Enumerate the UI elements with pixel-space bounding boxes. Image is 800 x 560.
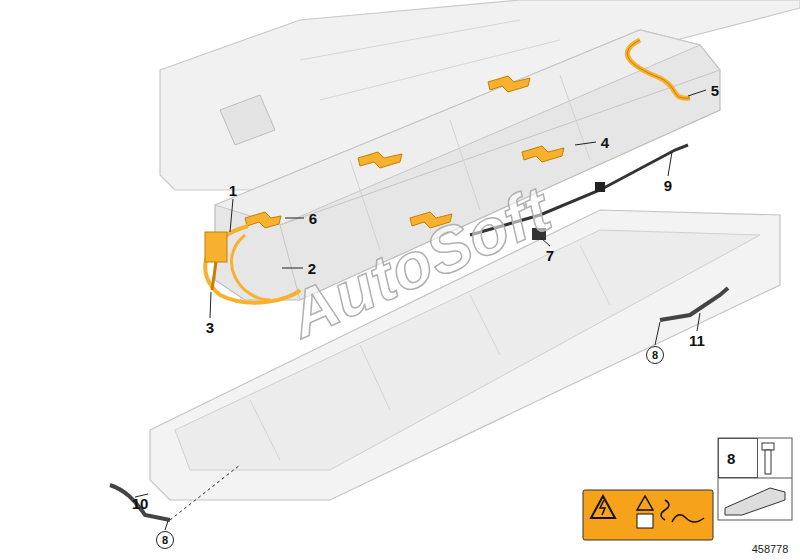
leader-line	[285, 218, 304, 219]
harness-3	[212, 262, 216, 290]
callout-number: 9	[664, 178, 672, 193]
callout-number: 6	[309, 211, 317, 226]
arrow-icon	[725, 488, 785, 515]
leader-line	[210, 292, 211, 318]
bolt-shank	[765, 450, 771, 474]
connector-9	[595, 182, 605, 192]
housing-rib	[470, 295, 500, 355]
glove-symbol	[672, 515, 704, 522]
leader-line	[668, 152, 672, 176]
part-cell: 8	[718, 438, 758, 478]
harness-5-edge	[627, 40, 690, 98]
cover-detail	[220, 95, 275, 145]
bolt-symbol	[600, 500, 605, 515]
callout-number: 8	[727, 450, 735, 467]
housing-rib	[360, 345, 390, 410]
cable-11	[660, 288, 728, 320]
harness-2b	[231, 235, 270, 300]
bolt-head	[762, 443, 774, 450]
cable-10	[110, 485, 170, 520]
leader-line	[575, 142, 596, 145]
callout-number: 11	[689, 333, 705, 348]
callout-number: 5	[711, 83, 719, 98]
leader-line	[282, 268, 303, 269]
callout-number: 10	[132, 496, 149, 511]
cell-connector	[488, 76, 530, 92]
manual-icon	[637, 514, 653, 528]
callout-number: 7	[546, 248, 554, 263]
callout-number: 8	[162, 534, 168, 546]
cover-edge	[300, 20, 520, 60]
callout-circle: 8	[646, 346, 664, 364]
leader-line	[165, 521, 168, 530]
callout-circle: 8	[156, 531, 174, 549]
module-split	[350, 160, 380, 250]
module-split	[560, 75, 590, 160]
caution-triangle	[637, 496, 653, 510]
callout-number: 8	[652, 349, 658, 361]
housing-rib	[580, 245, 610, 305]
callout-number: 1	[229, 183, 237, 198]
hand-symbol	[661, 500, 669, 520]
callout-number: 3	[206, 320, 214, 335]
part-panel	[718, 438, 792, 520]
housing-rib	[250, 400, 280, 460]
module-split	[450, 120, 480, 210]
leaders	[135, 90, 706, 530]
harness-5	[627, 40, 690, 98]
mount-line	[170, 465, 240, 520]
callout-number: 4	[601, 135, 609, 150]
cell-connector	[358, 152, 402, 168]
cell-connector	[245, 212, 281, 228]
warning-label	[583, 490, 713, 540]
diagram-number: 458778	[752, 544, 789, 555]
leader-line	[655, 322, 660, 345]
leader-line	[230, 199, 233, 232]
bolt-icon	[762, 443, 774, 474]
module-top	[215, 30, 700, 225]
harness-1-plug	[205, 232, 227, 262]
hv-triangle	[591, 496, 615, 518]
cell-connector	[522, 146, 564, 162]
leader-line	[697, 313, 700, 331]
leader-line	[688, 90, 706, 96]
